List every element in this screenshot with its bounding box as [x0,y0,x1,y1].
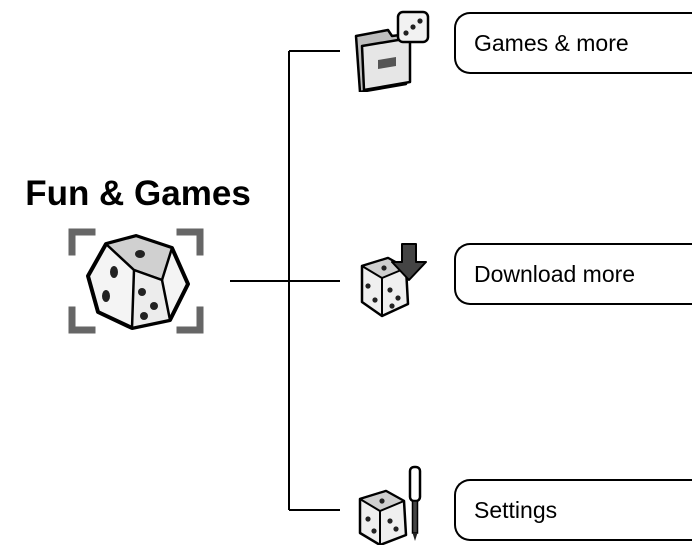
folder-dice-icon[interactable] [348,10,430,92]
menu-item-games-and-more[interactable]: Games & more [454,12,692,74]
menu-item-label: Games & more [474,29,629,56]
dice-download-icon[interactable] [348,240,430,322]
menu-item-settings[interactable]: Settings [454,479,692,541]
dice-settings-icon[interactable] [348,463,430,545]
root-title: Fun & Games [25,174,251,213]
menu-item-label: Download more [474,260,636,287]
dice-icon [68,228,204,334]
menu-item-label: Settings [474,496,558,523]
menu-item-download-more[interactable]: Download more [454,243,692,305]
